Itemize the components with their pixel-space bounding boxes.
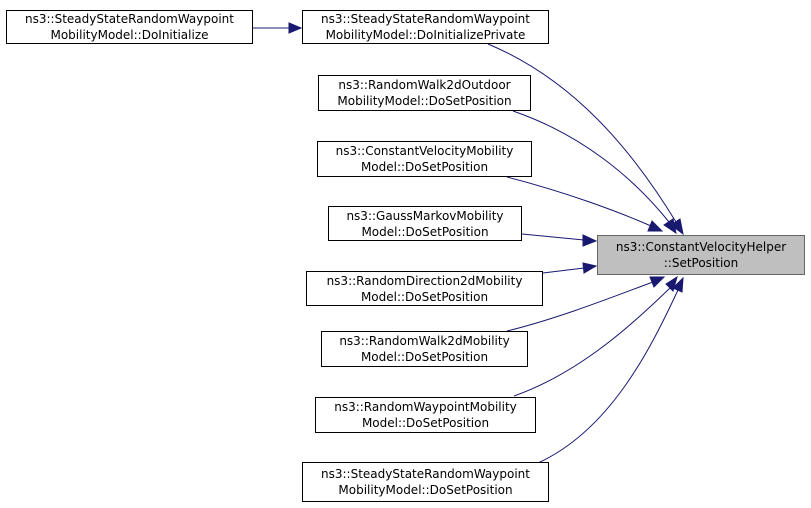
edge-random-walk-2d-to-target xyxy=(506,276,666,332)
edge-gauss-markov-to-target xyxy=(521,233,598,247)
node-label-line2: MobilityModel::DoInitialize xyxy=(50,28,209,42)
node-label-line2: Model::DoSetPosition xyxy=(360,289,489,304)
node-rw2d-outdoor[interactable]: ns3::RandomWalk2dOutdoor MobilityModel::… xyxy=(318,75,531,111)
edge-rw2d-outdoor-to-target xyxy=(512,110,677,235)
node-ssrw-doinitialize[interactable]: ns3::SteadyStateRandomWaypoint MobilityM… xyxy=(6,10,253,44)
node-ssrw-doinitializeprivate[interactable]: ns3::SteadyStateRandomWaypoint MobilityM… xyxy=(302,10,549,44)
node-label-line2: Model::DoSetPosition xyxy=(360,160,489,174)
node-label-line1: ns3::ConstantVelocityMobility xyxy=(335,144,514,158)
edge-constant-velocity-to-target xyxy=(506,176,664,232)
node-label-line1: ns3::SteadyStateRandomWaypoint xyxy=(321,467,530,481)
edge-random-waypoint-to-target xyxy=(513,275,678,397)
node-label-line1: ns3::RandomWaypointMobility xyxy=(334,400,517,414)
node-label-line2: MobilityModel::DoSetPosition xyxy=(338,483,513,497)
node-label-line2: Model::DoSetPosition xyxy=(361,224,489,239)
node-label-line1: ns3::RandomWalk2dMobility xyxy=(339,334,510,348)
node-gauss-markov[interactable]: ns3::GaussMarkovMobility Model::DoSetPos… xyxy=(328,206,522,241)
node-label-line1: ns3::ConstantVelocityHelper xyxy=(615,240,787,254)
node-constant-velocity[interactable]: ns3::ConstantVelocityMobility Model::DoS… xyxy=(317,141,532,177)
node-random-walk-2d[interactable]: ns3::RandomWalk2dMobility Model::DoSetPo… xyxy=(321,331,528,367)
node-random-waypoint[interactable]: ns3::RandomWaypointMobility Model::DoSet… xyxy=(315,397,536,433)
edge-ssrw-dosetposition-to-target xyxy=(537,276,684,464)
node-label-line1: ns3::SteadyStateRandomWaypoint xyxy=(25,12,234,26)
node-label-line2: Model::DoSetPosition xyxy=(361,416,490,430)
node-label-line2: MobilityModel::DoSetPosition xyxy=(337,94,512,108)
node-random-direction-2d[interactable]: ns3::RandomDirection2dMobility Model::Do… xyxy=(306,271,543,306)
node-label-line2: Model::DoSetPosition xyxy=(360,350,489,364)
node-label-line1: ns3::RandomDirection2dMobility xyxy=(326,273,523,288)
node-label-line2: ::SetPosition xyxy=(663,256,739,270)
edge-random-direction-2d-to-target xyxy=(542,262,598,274)
node-label-line1: ns3::GaussMarkovMobility xyxy=(346,208,504,223)
node-label-line2: MobilityModel::DoInitializePrivate xyxy=(325,28,526,42)
node-label-line1: ns3::RandomWalk2dOutdoor xyxy=(338,78,511,92)
node-ssrw-dosetposition[interactable]: ns3::SteadyStateRandomWaypoint MobilityM… xyxy=(302,462,549,502)
edge-doinitialize-to-doinitializeprivate xyxy=(253,22,303,34)
edge-doinitializeprivate-to-target xyxy=(487,43,684,236)
node-target-setposition: ns3::ConstantVelocityHelper ::SetPositio… xyxy=(597,235,805,275)
node-label-line1: ns3::SteadyStateRandomWaypoint xyxy=(321,12,530,26)
